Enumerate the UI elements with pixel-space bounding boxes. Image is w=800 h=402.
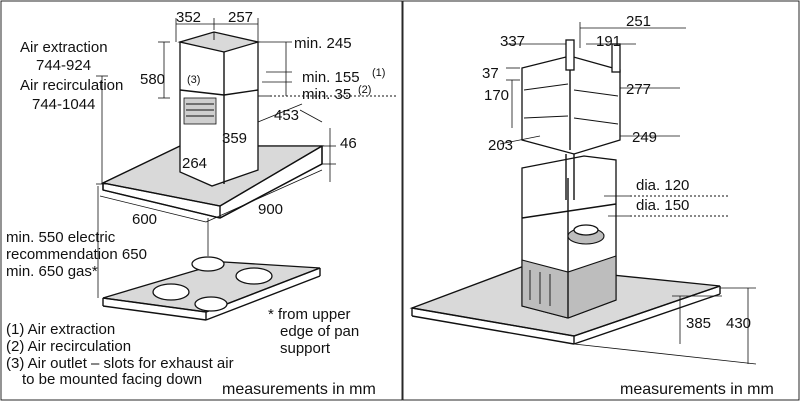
dim-600: 600 — [132, 211, 157, 228]
legend-item-3-cont: to be mounted facing down — [22, 371, 202, 388]
left-hood-drawing — [100, 31, 325, 321]
dim-900: 900 — [258, 201, 283, 218]
dim-203: 203 — [488, 137, 513, 154]
dim-min-245: min. 245 — [294, 35, 352, 52]
air-extraction-label: Air extraction — [20, 39, 108, 56]
burner-back-right — [235, 267, 273, 285]
legend-item-1: (1) Air extraction — [6, 321, 115, 338]
dim-257: 257 — [228, 9, 253, 26]
legend-item-3: (3) Air outlet – slots for exhaust air — [6, 355, 234, 372]
dia-120: dia. 120 — [636, 177, 689, 194]
dia-150: dia. 150 — [636, 197, 689, 214]
legend-item-2: (2) Air recirculation — [6, 338, 131, 355]
air-outlet-slots — [183, 97, 217, 125]
left-labels: 352 257 min. 245 580 min. 155 (1) min. 3… — [6, 9, 385, 398]
dim-191: 191 — [596, 33, 621, 50]
dim-37: 37 — [482, 65, 499, 82]
air-extraction-range: 744-924 — [36, 57, 91, 74]
air-recirculation-range: 744-1044 — [32, 96, 95, 113]
dim-385: 385 — [686, 315, 711, 332]
dim-359: 359 — [222, 130, 247, 147]
dim-337: 337 — [500, 33, 525, 50]
dim-min-35: min. 35 — [302, 86, 351, 103]
right-hood-drawing — [409, 39, 721, 345]
clearance-line-2: recommendation 650 — [6, 246, 147, 263]
dim-251: 251 — [626, 13, 651, 30]
dim-352: 352 — [176, 9, 201, 26]
dim-277: 277 — [626, 81, 651, 98]
footnote-line-2: edge of pan — [280, 323, 359, 340]
footnote-line-1: * from upper — [268, 306, 351, 323]
left-units-label: measurements in mm — [222, 381, 376, 398]
marker-3: (3) — [187, 74, 200, 86]
dim-580: 580 — [140, 71, 165, 88]
dim-46: 46 — [340, 135, 357, 152]
dim-453: 453 — [274, 107, 299, 124]
burner-front-left — [152, 283, 190, 301]
dim-430: 430 — [726, 315, 751, 332]
clearance-line-1: min. 550 electric — [6, 229, 116, 246]
left-dimension-lines — [96, 18, 396, 298]
burner-front-right — [194, 296, 228, 312]
right-dimension-lines — [499, 22, 757, 365]
right-panel-frame — [402, 0, 800, 401]
ref-1: (1) — [372, 67, 385, 79]
left-panel-frame — [0, 0, 403, 401]
air-recirculation-label: Air recirculation — [20, 77, 123, 94]
right-labels: 251 337 191 37 170 277 249 203 dia. 120 … — [482, 13, 774, 398]
burner-back-left — [191, 256, 225, 272]
dim-170: 170 — [484, 87, 509, 104]
mounting-frame — [521, 55, 621, 155]
dim-264: 264 — [182, 155, 207, 172]
right-units-label: measurements in mm — [620, 381, 774, 398]
ref-2: (2) — [358, 84, 371, 96]
dim-min-155: min. 155 — [302, 69, 360, 86]
dim-249: 249 — [632, 129, 657, 146]
clearance-line-3: min. 650 gas* — [6, 263, 98, 280]
footnote-line-3: support — [280, 340, 331, 357]
